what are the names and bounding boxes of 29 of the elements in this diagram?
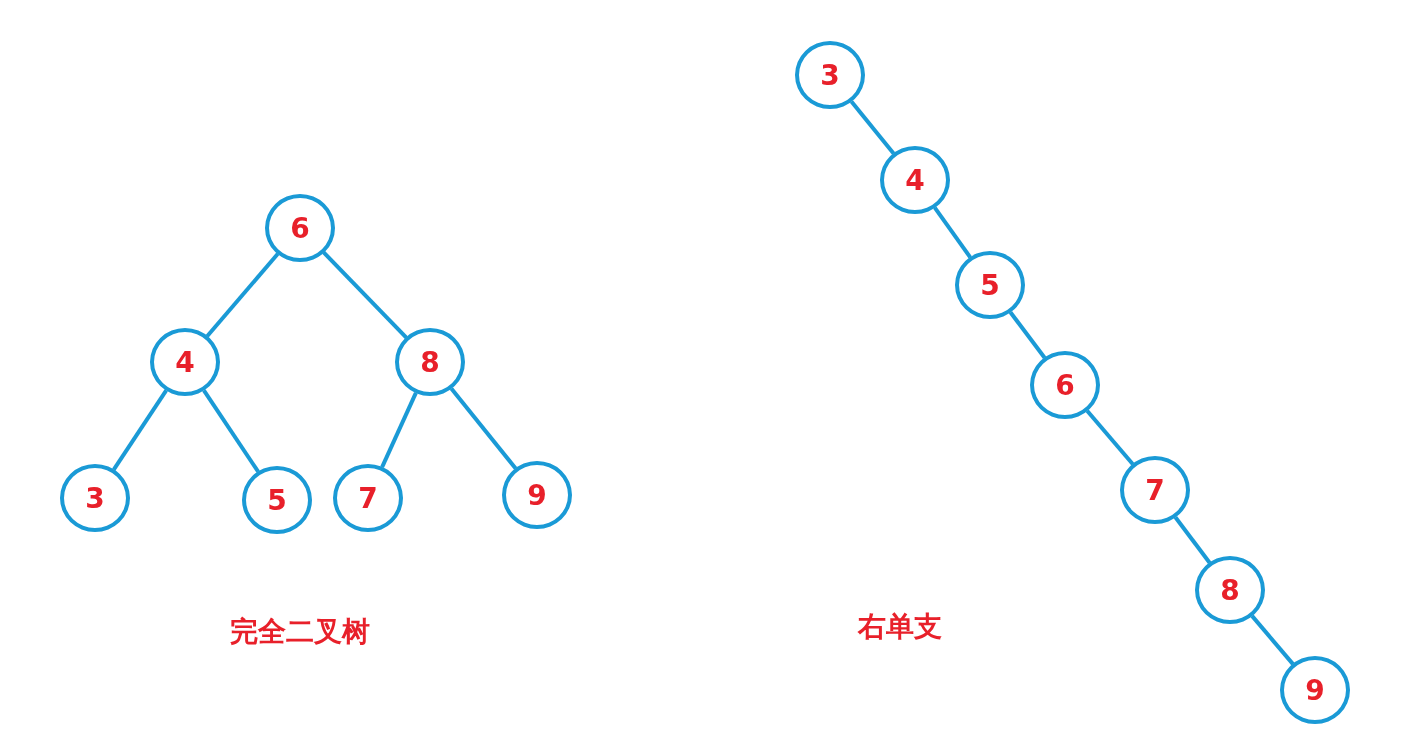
node-value: 8 (420, 345, 440, 379)
tree-edge (1008, 311, 1047, 359)
tree-edge (322, 251, 408, 339)
tree-edge (1085, 409, 1135, 466)
node-value: 6 (1055, 368, 1075, 402)
tree-caption: 右单支 (858, 609, 942, 645)
node-value: 3 (85, 481, 105, 515)
node-value: 5 (980, 268, 1000, 302)
tree-node-circle (395, 328, 465, 396)
tree-edge (849, 100, 896, 155)
node-value: 9 (527, 478, 547, 512)
tree-edge (933, 206, 972, 259)
node-value: 8 (1220, 573, 1240, 607)
tree-edge (202, 389, 260, 473)
tree-edge (112, 389, 168, 471)
tree-edge (1173, 516, 1212, 564)
node-value: 3 (820, 58, 840, 92)
tree-caption: 完全二叉树 (230, 614, 370, 650)
node-value: 4 (905, 163, 925, 197)
node-value: 4 (175, 345, 195, 379)
node-value: 6 (290, 211, 310, 245)
node-value: 7 (358, 481, 378, 515)
node-value: 5 (267, 483, 287, 517)
tree-edge (380, 392, 418, 468)
tree-edge (205, 252, 280, 338)
node-value: 7 (1145, 473, 1165, 507)
tree-edge (1250, 614, 1295, 666)
node-value: 9 (1305, 673, 1325, 707)
tree-edge (449, 387, 518, 470)
